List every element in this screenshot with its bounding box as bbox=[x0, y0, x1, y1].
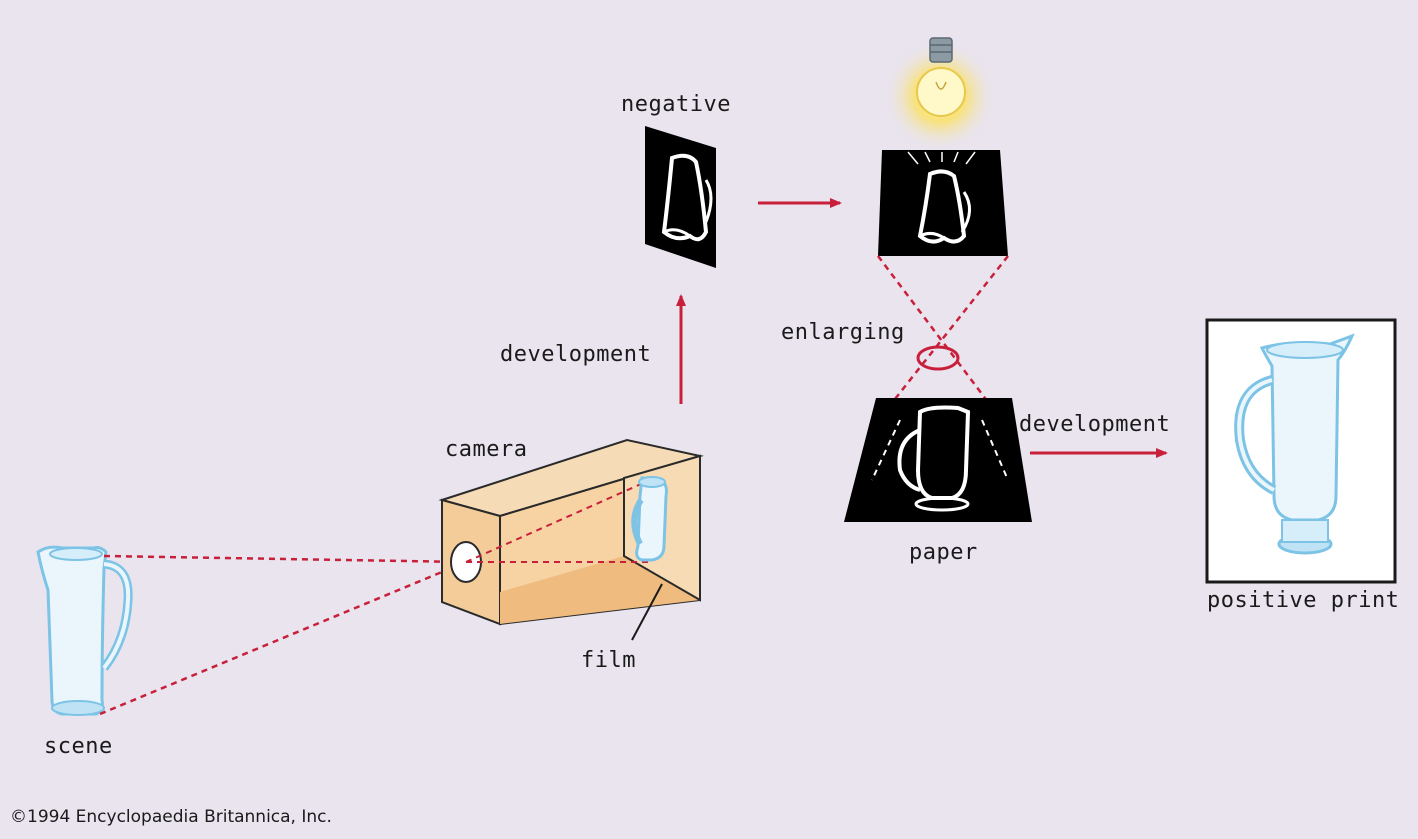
ray-top bbox=[103, 554, 467, 564]
label-paper: paper bbox=[909, 540, 978, 565]
light-bulb-icon bbox=[884, 37, 996, 152]
film-image bbox=[631, 476, 668, 562]
scene-pitcher bbox=[36, 545, 133, 716]
ray-bottom bbox=[99, 560, 467, 716]
enlarger-negative bbox=[878, 150, 1008, 256]
label-positive-print: positive print bbox=[1207, 588, 1400, 613]
film-pointer bbox=[631, 583, 663, 641]
copyright-notice: ©1994 Encyclopaedia Britannica, Inc. bbox=[10, 807, 332, 827]
label-film: film bbox=[581, 648, 636, 673]
enlarger-paper bbox=[844, 398, 1032, 522]
label-development-up: development bbox=[500, 342, 652, 367]
label-development-right: development bbox=[1019, 412, 1171, 437]
label-camera: camera bbox=[445, 437, 528, 462]
negative-film bbox=[645, 126, 716, 268]
label-negative: negative bbox=[621, 92, 731, 117]
projection-rays bbox=[877, 255, 1009, 419]
label-enlarging: enlarging bbox=[781, 320, 905, 345]
label-scene: scene bbox=[44, 734, 113, 759]
enlarging-lens bbox=[916, 345, 960, 371]
positive-print bbox=[1205, 318, 1397, 584]
